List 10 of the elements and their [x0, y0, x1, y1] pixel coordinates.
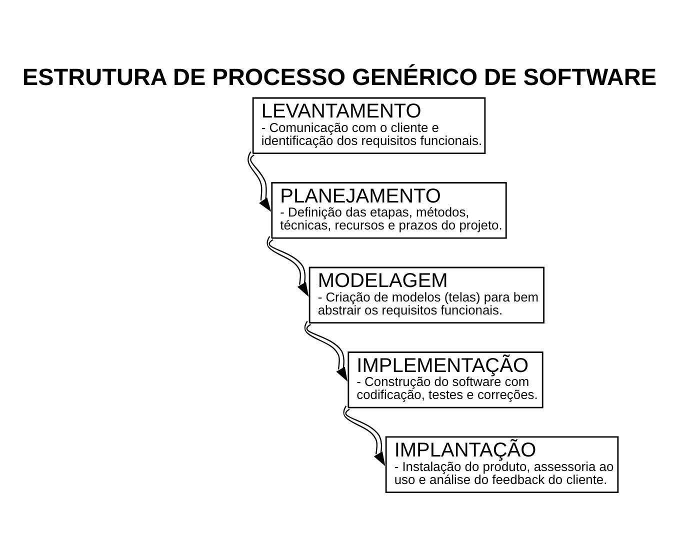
diagram-title: ESTRUTURA DE PROCESSO GENÉRICO DE SOFTWARE — [22, 64, 657, 90]
node-box: IMPLEMENTAÇÃO - Construção do software com codificação, testes e correções. — [348, 351, 544, 408]
node-box: IMPLANTAÇÃO - Instalação do produto, assessoria ao uso e análise do feedback do cliente. — [385, 436, 619, 492]
arrow — [266, 236, 309, 296]
node-box: PLANEJAMENTO - Definição das etapas, métodos, técnicas, recursos e prazos do projeto. — [271, 182, 507, 238]
arrow — [343, 405, 386, 466]
node-box: MODELAGEM - Criação de modelos (telas) para bem abstrair os requisitos funcionais. — [308, 266, 544, 324]
arrow — [248, 150, 272, 212]
node-box: LEVANTAMENTO - Comunicação com o cliente e identificação dos requisitos funcionais. — [252, 96, 486, 154]
arrow — [304, 320, 348, 381]
